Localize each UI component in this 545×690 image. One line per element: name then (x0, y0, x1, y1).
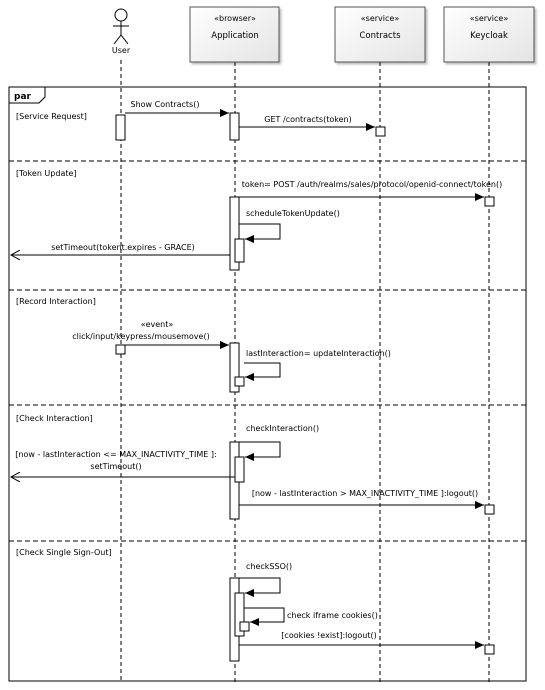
message-label: check iframe cookies() (287, 611, 378, 620)
self-message-arrow (239, 441, 281, 461)
contracts-stereotype: «service» (361, 14, 400, 23)
message-label: scheduleTokenUpdate() (246, 209, 340, 218)
lifelines (120, 60, 490, 682)
self-message-arrow (239, 223, 281, 243)
keycloak-stereotype: «service» (470, 14, 509, 23)
activation-bar (484, 196, 495, 207)
message-label: setTimeout(tokent.expires - GRACE) (51, 243, 195, 252)
message-label: [now - lastInteraction <= MAX_INACTIVITY… (15, 450, 216, 459)
activation-bar (234, 592, 245, 637)
message-label: setTimeout() (90, 462, 141, 471)
message-label: click/input/keypress/mousemove() (72, 332, 209, 341)
activation-bar (375, 126, 386, 137)
message-label: token= POST /auth/realms/sales/protocol/… (242, 180, 502, 189)
messages (11, 109, 484, 649)
fragment-label-tab (8, 86, 46, 104)
contracts-head: «service» Contracts (334, 6, 426, 63)
message-label: «event» (141, 320, 174, 329)
fragment-operator: par (14, 92, 32, 102)
activation-bar (115, 344, 126, 355)
activation-bar (229, 342, 240, 393)
operand-guard: [Record Interaction] (16, 297, 96, 306)
self-message-arrow (239, 577, 281, 597)
user-actor-label: User (112, 46, 131, 55)
keycloak-head: «service» Keycloak (443, 6, 535, 63)
message-label: Show Contracts() (131, 100, 200, 109)
application-name: Application (211, 31, 259, 41)
user-actor (113, 8, 129, 45)
message-label: lastInteraction= updateInteraction() (246, 349, 391, 358)
activation-bar (229, 196, 240, 271)
activation-bar (115, 114, 126, 141)
activations (115, 112, 495, 662)
self-message-arrow (244, 362, 281, 381)
operand-guard: [Check Single Sign-Out] (16, 548, 112, 557)
message-label: checkInteraction() (246, 424, 319, 433)
application-stereotype: «browser» (214, 14, 256, 23)
activation-bar (229, 112, 240, 141)
message-label: checkSSO() (246, 562, 292, 571)
message-label: GET /contracts(token) (264, 115, 351, 124)
keycloak-name: Keycloak (470, 31, 508, 41)
operand-guard: [Check Interaction] (16, 414, 93, 423)
message-label: [cookies !exist]:logout() (281, 631, 376, 640)
contracts-name: Contracts (360, 31, 402, 41)
activation-bar (484, 644, 495, 655)
activation-bar (234, 238, 245, 263)
par-fragment: par [Service Request] [Token Update] [Re… (8, 86, 527, 682)
message-labels: Show Contracts() GET /contracts(token) t… (15, 100, 502, 640)
activation-bar (239, 621, 250, 632)
operand-guard: [Token Update] (16, 169, 77, 178)
application-head: «browser» Application (189, 6, 280, 63)
self-message-arrow (244, 607, 285, 626)
activation-bar (484, 504, 495, 515)
operand-guard: [Service Request] (16, 112, 87, 121)
message-label: [now - lastInteraction > MAX_INACTIVITY_… (252, 489, 478, 498)
actor-icon (114, 8, 128, 22)
activation-bar (234, 376, 245, 387)
operand-separators (9, 160, 526, 542)
activation-bar (234, 456, 245, 483)
